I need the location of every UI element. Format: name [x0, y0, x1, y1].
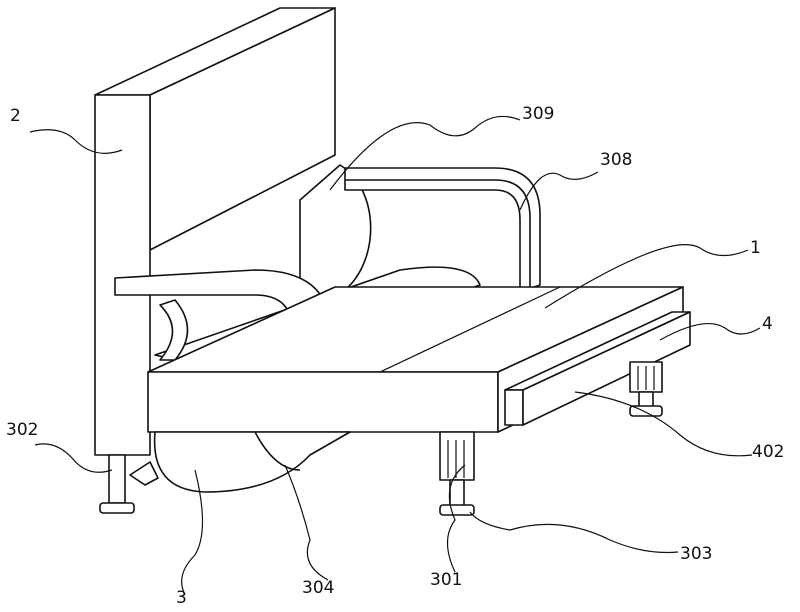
leg-rear	[629, 361, 663, 417]
leader-lines	[29, 115, 761, 596]
cushion-3	[153, 431, 351, 493]
label-302: 302	[6, 420, 39, 440]
label-303: 303	[680, 544, 713, 564]
label-304: 304	[302, 578, 335, 598]
label-2: 2	[10, 106, 21, 126]
label-309: 309	[522, 104, 555, 124]
label-4: 4	[762, 314, 773, 334]
label-301: 301	[430, 570, 463, 590]
label-308: 308	[600, 150, 633, 170]
label-1: 1	[750, 238, 761, 258]
leg-302	[99, 454, 135, 514]
leg-301	[439, 431, 475, 516]
label-3: 3	[176, 588, 187, 608]
label-402: 402	[752, 442, 785, 462]
armrest-308	[344, 167, 541, 293]
back-panel	[94, 7, 336, 456]
rail-4	[504, 311, 691, 426]
